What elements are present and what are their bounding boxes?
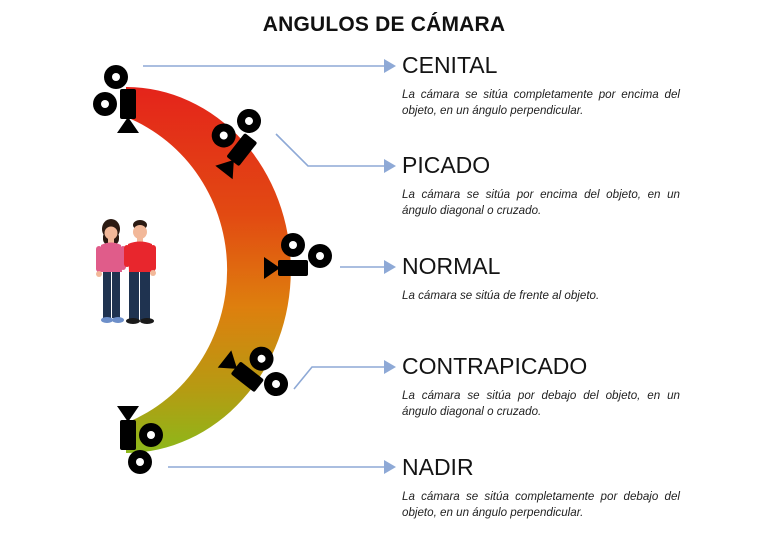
- angle-contrapicado: CONTRAPICADO La cámara se sitúa por deba…: [402, 353, 680, 420]
- angle-picado: PICADO La cámara se sitúa por encima del…: [402, 152, 680, 219]
- arrow-right-icon: [384, 360, 396, 374]
- angle-name: CENITAL: [402, 52, 498, 78]
- angle-arc: [126, 87, 291, 453]
- angle-description: La cámara se sitúa de frente al objeto.: [402, 289, 600, 302]
- connector-contrapicado: [293, 360, 396, 390]
- connector-nadir: [168, 460, 396, 474]
- angle-cenital: CENITAL La cámara se sitúa completamente…: [402, 52, 680, 119]
- arrow-right-icon: [384, 260, 396, 274]
- angle-name: PICADO: [402, 152, 491, 178]
- people-illustration: [96, 219, 156, 324]
- angle-nadir: NADIR La cámara se sitúa completamente p…: [402, 454, 680, 521]
- angle-description: La cámara se sitúa por debajo del objeto…: [402, 389, 680, 418]
- camera-icon-cenital: [93, 65, 139, 133]
- angle-description: La cámara se sitúa por encima del objeto…: [402, 188, 680, 217]
- angle-description: La cámara se sitúa completamente por enc…: [402, 88, 680, 117]
- man-figure: [124, 220, 156, 324]
- connector-picado: [275, 133, 396, 173]
- page-title: ANGULOS DE CÁMARA: [262, 13, 506, 36]
- connector-normal: [340, 260, 396, 274]
- angle-description: La cámara se sitúa completamente por deb…: [402, 490, 680, 519]
- angle-normal: NORMAL La cámara se sitúa de frente al o…: [402, 253, 680, 304]
- angle-name: NADIR: [402, 454, 474, 480]
- woman-figure: [96, 219, 126, 323]
- arrow-right-icon: [384, 460, 396, 474]
- connector-cenital: [143, 59, 396, 73]
- angle-name: NORMAL: [402, 253, 501, 279]
- arrow-right-icon: [384, 59, 396, 73]
- arrow-right-icon: [384, 159, 396, 173]
- angle-name: CONTRAPICADO: [402, 353, 588, 379]
